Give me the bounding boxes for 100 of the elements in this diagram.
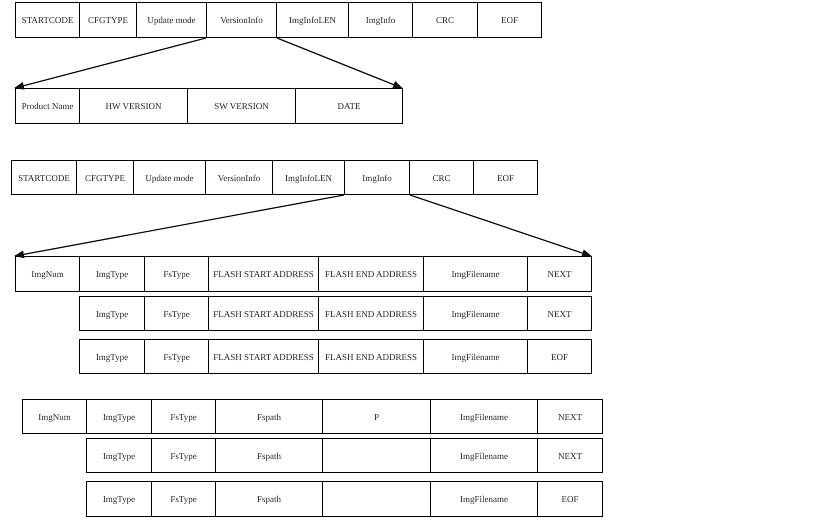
field-cell	[76, 160, 134, 195]
field-label: EOF	[561, 494, 578, 504]
field-label: ImgInfo	[366, 15, 396, 25]
field-cell	[409, 160, 474, 195]
field-label: STARTCODE	[22, 15, 74, 25]
field-label: ImgFilename	[452, 269, 500, 279]
field-label: NEXT	[558, 450, 582, 460]
arrow	[14, 37, 206, 90]
field-label: NEXT	[548, 308, 572, 318]
field-cell	[423, 256, 528, 292]
field-cell	[295, 88, 403, 124]
field-cell	[86, 481, 152, 517]
field-cell	[318, 256, 424, 292]
field-label: FsType	[170, 450, 197, 460]
field-cell	[276, 2, 349, 38]
field-label: CRC	[432, 172, 450, 182]
field-cell	[144, 296, 209, 331]
field-cell	[537, 481, 603, 517]
field-label: Fspath	[256, 450, 281, 460]
field-label: ImgFilename	[460, 450, 508, 460]
field-cell	[473, 160, 538, 195]
field-cell	[430, 481, 538, 517]
field-cell	[208, 296, 319, 331]
field-label: EOF	[496, 172, 514, 182]
field-label: EOF	[500, 15, 518, 25]
field-label: SW VERSION	[214, 101, 269, 111]
field-cell	[144, 256, 209, 292]
field-label: FLASH END ADDRESS	[324, 308, 418, 318]
field-label: FLASH END ADDRESS	[324, 352, 418, 362]
field-label: ImgType	[96, 269, 128, 279]
field-cell	[79, 88, 188, 124]
field-label: ImgInfoLEN	[289, 15, 336, 25]
field-cell	[187, 88, 296, 124]
field-label: P	[374, 412, 379, 422]
field-cell	[344, 160, 410, 195]
field-label: ImgFilename	[452, 308, 500, 318]
field-cell	[272, 160, 345, 195]
field-cell	[79, 256, 145, 292]
field-cell	[430, 399, 538, 434]
field-label: DATE	[338, 101, 360, 111]
field-label: ImgFilename	[460, 494, 508, 504]
field-cell	[144, 339, 209, 374]
field-cell	[527, 296, 592, 331]
field-cell	[537, 399, 603, 434]
field-cell	[133, 160, 206, 195]
field-cell	[15, 2, 80, 38]
field-label: FLASH END ADDRESS	[324, 269, 418, 279]
field-cell	[86, 438, 152, 473]
field-cell	[208, 256, 319, 292]
field-cell	[208, 339, 319, 374]
field-cell	[206, 2, 277, 38]
field-label: NEXT	[548, 269, 572, 279]
field-label: FLASH START ADDRESS	[213, 352, 314, 362]
field-label: Update mode	[147, 15, 196, 25]
empty-cell	[322, 438, 431, 473]
field-label: Fspath	[256, 412, 281, 422]
field-label: CRC	[436, 15, 454, 25]
field-cell	[79, 339, 145, 374]
field-cell	[322, 399, 431, 434]
field-label: NEXT	[558, 412, 582, 422]
field-label: ImgType	[102, 412, 136, 422]
field-cell	[15, 88, 80, 124]
field-label: ImgInfoLEN	[285, 172, 332, 182]
field-label: CFGTYPE	[84, 172, 125, 182]
field-cell	[348, 2, 413, 38]
field-cell	[215, 481, 323, 517]
field-cell	[151, 399, 216, 434]
field-label: Product Name	[22, 101, 74, 111]
field-label: FLASH START ADDRESS	[213, 269, 314, 279]
arrow	[276, 37, 403, 89]
field-cell	[136, 2, 207, 38]
field-label: FsType	[163, 308, 190, 318]
field-cell	[423, 339, 528, 374]
field-label: ImgInfo	[362, 172, 392, 182]
field-cell	[151, 481, 216, 517]
field-label: FsType	[170, 494, 197, 504]
field-label: ImgType	[102, 494, 136, 504]
field-label: Fspath	[256, 494, 281, 504]
field-label: Update mode	[145, 172, 194, 182]
field-cell	[79, 296, 145, 331]
field-cell	[423, 296, 528, 331]
field-cell	[79, 2, 137, 38]
field-cell	[318, 296, 424, 331]
field-label: CFGTYPE	[88, 15, 128, 25]
field-cell	[477, 2, 542, 38]
field-label: ImgType	[102, 450, 136, 460]
field-cell	[527, 339, 592, 374]
field-label: FLASH START ADDRESS	[213, 308, 314, 318]
field-cell	[15, 256, 80, 292]
field-label: ImgType	[96, 352, 128, 362]
field-label: ImgNum	[31, 269, 64, 279]
field-label: FsType	[170, 412, 197, 422]
field-cell	[86, 399, 152, 434]
field-label: FsType	[163, 352, 190, 362]
field-cell	[215, 399, 323, 434]
field-cell	[151, 438, 216, 473]
field-cell	[430, 438, 538, 473]
arrow	[14, 194, 344, 258]
field-label: ImgType	[96, 308, 128, 318]
field-cell	[412, 2, 478, 38]
